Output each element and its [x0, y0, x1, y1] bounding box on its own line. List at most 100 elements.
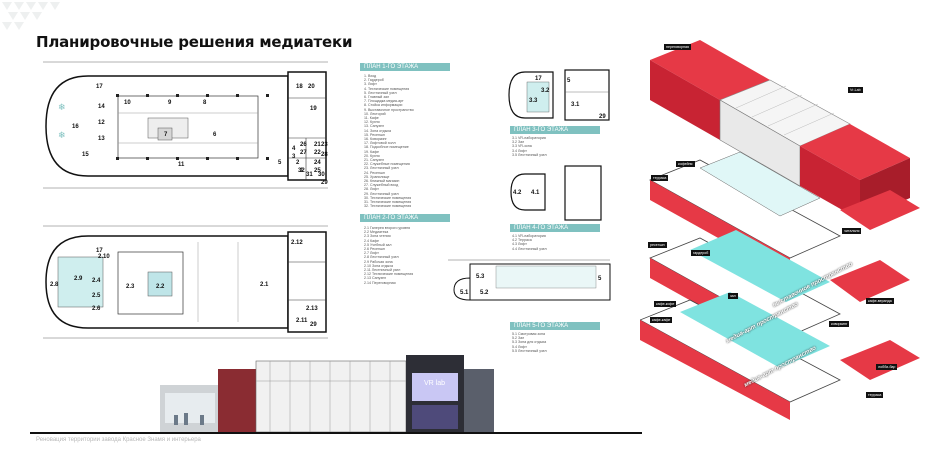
page-title: Планировочные решения медиатеки	[36, 33, 353, 51]
svg-text:3.1: 3.1	[571, 102, 580, 108]
svg-text:5.2: 5.2	[480, 290, 489, 296]
iso-room-label: гардероб	[691, 250, 711, 256]
legend-item: 3.3 VR-зона	[512, 144, 532, 149]
floor4-plan: 4.2 4.1	[510, 165, 602, 221]
legend-item: 2. Гардероб	[364, 78, 384, 83]
floor3-plan: 17 3.2 3.3 5 3.1 29	[508, 69, 610, 121]
legend-item: 6. Главный зал	[364, 95, 390, 99]
vr-lab-label: VR lab	[424, 380, 446, 387]
svg-text:3.3: 3.3	[529, 98, 538, 104]
svg-text:2.11: 2.11	[296, 318, 308, 324]
svg-text:30: 30	[318, 172, 325, 178]
legend-item: 4. Технические помещения	[364, 86, 410, 91]
legend-item: 30. Технические помещения	[364, 195, 412, 200]
floor4-legend-title: ПЛАН 4-ГО ЭТАЖА	[510, 224, 600, 232]
legend-item: 16. Коворкинг	[364, 137, 387, 141]
legend-item: 2.9 Рабочая зона	[364, 259, 393, 264]
section-render	[160, 355, 494, 432]
legend-item: 2.6 Ресепшн	[364, 247, 385, 251]
floor5-legend-title: ПЛАН 5-ГО ЭТАЖА	[510, 322, 600, 330]
iso-room-label: зал	[728, 293, 738, 299]
svg-text:29: 29	[321, 180, 328, 186]
svg-text:❄: ❄	[58, 130, 66, 140]
floor3-legend-title: ПЛАН 3-ГО ЭТАЖА	[510, 126, 600, 134]
svg-text:2.12: 2.12	[291, 240, 303, 246]
svg-text:2.1: 2.1	[260, 282, 269, 288]
svg-text:2.2: 2.2	[156, 284, 165, 290]
svg-text:17: 17	[96, 248, 103, 254]
svg-text:8: 8	[203, 100, 207, 106]
legend-item: 13. Санузел	[364, 124, 384, 129]
legend-item: 10. Лекторий	[364, 111, 386, 116]
legend-item: 5.4 Лифт	[512, 344, 527, 349]
iso-level-roof	[650, 40, 910, 220]
legend-item: 2.8 Лестничный узел	[364, 255, 399, 260]
svg-text:2.13: 2.13	[306, 306, 318, 312]
legend-item: 19. Кафе	[364, 149, 380, 154]
svg-text:11: 11	[178, 162, 185, 168]
svg-text:5: 5	[567, 78, 571, 84]
svg-text:2.3: 2.3	[126, 284, 135, 290]
svg-text:❄: ❄	[58, 102, 66, 112]
legend-item: 5.5 Лестничный узел	[512, 348, 547, 353]
svg-text:10: 10	[124, 100, 131, 106]
legend-item: 22. Служебные помещения	[364, 162, 410, 167]
svg-text:5.1: 5.1	[460, 290, 469, 296]
iso-room-label: терраса	[866, 392, 884, 398]
legend-item: 31. Технические помещения	[364, 200, 412, 204]
svg-text:17: 17	[535, 76, 542, 82]
iso-room-label: кафе-кафе	[650, 317, 673, 323]
iso-room-label: читальня	[842, 228, 862, 234]
svg-text:24: 24	[314, 160, 321, 166]
legend-item: 9. Выставочное пространство	[364, 107, 414, 112]
svg-text:16: 16	[72, 124, 79, 130]
svg-text:22: 22	[314, 150, 321, 156]
legend-item: 3.1 VR-лаборатория	[512, 136, 546, 140]
legend-item: 4.2 Терраса	[512, 238, 532, 243]
legend-item: 3. Лифт	[364, 82, 377, 87]
legend-item: 15. Ресепшн	[364, 132, 385, 137]
legend-item: 11. Кафе	[364, 116, 379, 120]
legend-item: 24. Ресепшн	[364, 170, 385, 175]
svg-text:13: 13	[98, 136, 105, 142]
iso-room-label: коворкинг	[829, 321, 850, 327]
svg-text:27: 27	[300, 150, 307, 156]
iso-room-label: кофейня	[676, 161, 695, 167]
svg-text:12: 12	[98, 120, 105, 126]
svg-text:5: 5	[598, 276, 602, 282]
footer-caption: Реновация территории завода Красное Знам…	[36, 437, 201, 443]
legend-item: 3.4 Лифт	[512, 148, 527, 153]
svg-text:7: 7	[164, 132, 168, 138]
svg-text:20: 20	[308, 84, 315, 90]
floor5-plan: 5.1 5.3 5.2 5	[448, 259, 611, 301]
legend-item: 2.7 Лифт	[364, 251, 379, 256]
legend-item: 2.3 Зона чтения	[364, 234, 391, 239]
legend-item: 27. Служебный вход	[364, 183, 399, 188]
legend-item: 28. Лифт	[364, 187, 379, 192]
legend-item: 5.1 Смотровая зона	[512, 332, 546, 336]
legend-item: 2.12 Технические помещения	[364, 272, 414, 277]
legend-item: 29. Лестничный узел	[364, 191, 399, 196]
iso-room-label: ресепшн	[648, 242, 667, 248]
legend-item: 3.2 Зал	[512, 140, 525, 145]
floor1-legend-title: ПЛАН 1-ГО ЭТАЖА	[360, 63, 450, 71]
svg-text:2.8: 2.8	[50, 282, 59, 288]
legend-item: 2.11 Лестничный узел	[364, 268, 401, 272]
svg-text:2.5: 2.5	[92, 293, 101, 299]
legend-item: 5.3 Зона для отдыха	[512, 340, 547, 345]
legend-item: 4.4 Лестничный узел	[512, 246, 547, 251]
svg-text:21: 21	[314, 142, 321, 148]
svg-text:31: 31	[306, 172, 313, 178]
svg-text:17: 17	[96, 84, 103, 90]
footer-divider	[30, 432, 642, 434]
svg-text:4: 4	[292, 146, 296, 152]
legend-item: 2.13 Санузел	[364, 276, 386, 281]
svg-text:6: 6	[213, 132, 217, 138]
legend-item: 26. Книжный магазин	[364, 179, 400, 183]
legend-item: 2.2 Медиатека	[364, 230, 389, 235]
legend-item: 2.14 Переговорная	[364, 280, 396, 285]
svg-text:3.2: 3.2	[541, 88, 550, 94]
legend-item: 14. Зона отдыха	[364, 128, 392, 133]
